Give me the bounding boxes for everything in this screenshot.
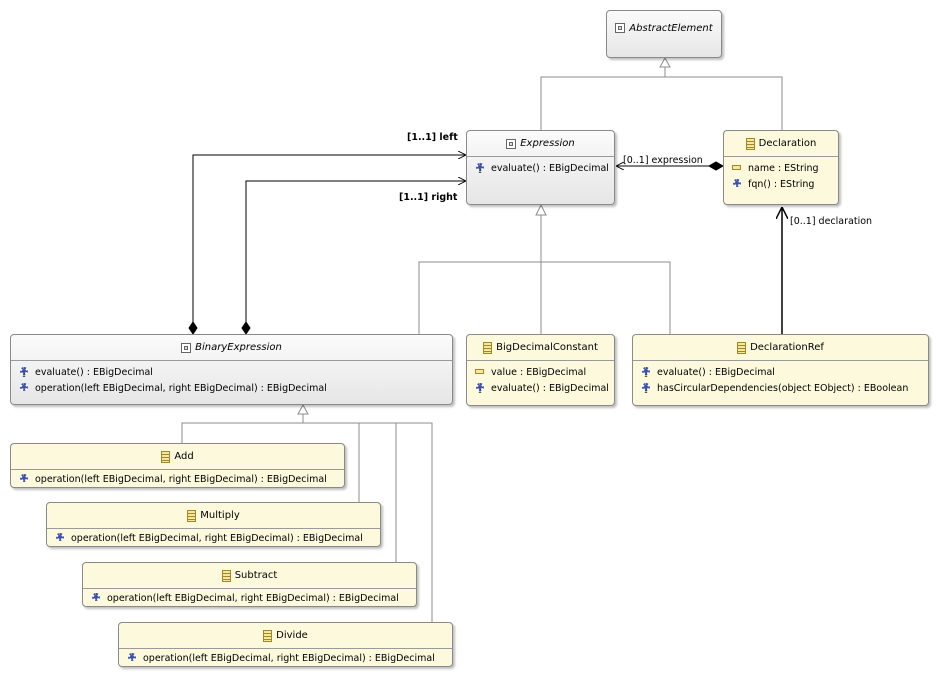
- edge-label-right: [1..1] right: [399, 192, 458, 203]
- class-binaryexpression[interactable]: BinaryExpression 1 evaluate() : EBigDeci…: [10, 334, 453, 405]
- edge-label-left: [1..1] left: [407, 132, 458, 143]
- operation-icon: [91, 592, 101, 604]
- association-left: [188, 155, 466, 335]
- class-name: BinaryExpression: [195, 342, 282, 353]
- operation-icon: 1: [475, 382, 485, 395]
- class-subtract[interactable]: Subtract operation(left EBigDecimal, rig…: [82, 562, 417, 607]
- abstract-class-icon: [181, 342, 192, 353]
- class-declaration[interactable]: Declaration name : EString fqn() : EStri…: [723, 130, 839, 205]
- class-header: DeclarationRef: [633, 335, 928, 360]
- class-name: Declaration: [758, 138, 817, 149]
- operation-text: operation(left EBigDecimal, right EBigDe…: [35, 382, 327, 394]
- class-name: Add: [174, 451, 194, 462]
- class-header: Declaration: [724, 131, 838, 156]
- class-icon: [263, 629, 273, 642]
- attribute-icon: [475, 366, 485, 378]
- abstract-class-icon: [615, 23, 626, 33]
- operation-icon: [732, 178, 742, 190]
- attribute-icon: [732, 162, 742, 174]
- operation-row[interactable]: operation(left EBigDecimal, right EBigDe…: [19, 471, 344, 487]
- operation-text: evaluate() : EBigDecimal: [491, 162, 609, 174]
- operation-text: operation(left EBigDecimal, right EBigDe…: [107, 592, 399, 604]
- class-name: BigDecimalConstant: [496, 342, 598, 353]
- operation-icon: [19, 382, 29, 394]
- operation-row[interactable]: operation(left EBigDecimal, right EBigDe…: [127, 650, 452, 666]
- class-header: Expression: [467, 131, 614, 156]
- operation-text: operation(left EBigDecimal, right EBigDe…: [35, 473, 327, 485]
- class-divide[interactable]: Divide operation(left EBigDecimal, right…: [118, 622, 453, 667]
- class-declarationref[interactable]: DeclarationRef 1 evaluate() : EBigDecima…: [632, 334, 929, 406]
- class-name: AbstractElement: [629, 22, 713, 34]
- class-add[interactable]: Add operation(left EBigDecimal, right EB…: [10, 443, 345, 488]
- class-header: Multiply: [47, 503, 380, 528]
- operation-icon: [55, 532, 65, 544]
- class-header: BigDecimalConstant: [467, 335, 614, 360]
- operation-icon: 1: [641, 366, 651, 379]
- operation-text: hasCircularDependencies(object EObject) …: [657, 382, 909, 394]
- class-header: AbstractElement: [607, 11, 721, 45]
- operation-row[interactable]: 1 evaluate() : EBigDecimal: [641, 364, 928, 380]
- class-icon: [221, 569, 231, 582]
- class-icon: [737, 341, 747, 354]
- class-multiply[interactable]: Multiply operation(left EBigDecimal, rig…: [46, 502, 381, 547]
- class-icon: [745, 137, 755, 150]
- operation-text: evaluate() : EBigDecimal: [35, 366, 153, 378]
- operation-text: operation(left EBigDecimal, right EBigDe…: [143, 652, 435, 664]
- operation-icon: [19, 473, 29, 485]
- operation-row[interactable]: 1 evaluate() : EBigDecimal: [475, 380, 614, 396]
- operation-text: operation(left EBigDecimal, right EBigDe…: [71, 532, 363, 544]
- operation-icon: 1: [641, 382, 651, 395]
- abstract-class-icon: [506, 138, 517, 149]
- operation-row[interactable]: operation(left EBigDecimal, right EBigDe…: [55, 530, 380, 546]
- operation-row[interactable]: operation(left EBigDecimal, right EBigDe…: [91, 590, 416, 606]
- operation-row[interactable]: 1 hasCircularDependencies(object EObject…: [641, 380, 928, 396]
- operation-icon: [127, 652, 137, 664]
- edge-label-declaration: [0..1] declaration: [790, 216, 873, 227]
- operation-row[interactable]: fqn() : EString: [732, 176, 838, 192]
- class-expression[interactable]: Expression 1 evaluate() : EBigDecimal: [466, 130, 615, 205]
- operation-text: evaluate() : EBigDecimal: [657, 366, 775, 378]
- edge-label-expression: [0..1] expression: [623, 155, 703, 166]
- generalization-to-binaryexpression: [181, 403, 433, 622]
- operation-icon: 1: [475, 162, 485, 175]
- class-name: Subtract: [234, 570, 278, 581]
- attribute-row[interactable]: value : EBigDecimal: [475, 364, 614, 380]
- class-icon: [161, 450, 171, 463]
- operation-row[interactable]: 1 evaluate() : EBigDecimal: [19, 364, 452, 380]
- generalization-to-expression: [418, 203, 671, 334]
- class-icon: [483, 341, 493, 354]
- class-name: Divide: [276, 630, 308, 641]
- generalization-to-abstractelement: [540, 56, 783, 130]
- class-name: DeclarationRef: [750, 342, 824, 353]
- attribute-row[interactable]: name : EString: [732, 160, 838, 176]
- operation-row[interactable]: 1 evaluate() : EBigDecimal: [475, 160, 614, 176]
- operation-icon: 1: [19, 366, 29, 379]
- attribute-text: value : EBigDecimal: [491, 366, 587, 378]
- operation-text: fqn() : EString: [748, 178, 815, 190]
- class-header: Add: [11, 444, 344, 469]
- operation-row[interactable]: operation(left EBigDecimal, right EBigDe…: [19, 380, 452, 396]
- class-icon: [187, 509, 197, 522]
- class-header: Subtract: [83, 563, 416, 588]
- class-name: Expression: [520, 138, 575, 149]
- class-name: Multiply: [200, 510, 240, 521]
- class-header: Divide: [119, 623, 452, 648]
- attribute-text: name : EString: [748, 162, 819, 174]
- class-abstractelement[interactable]: AbstractElement: [606, 10, 722, 58]
- association-right: [241, 181, 466, 335]
- class-bigdecimalconstant[interactable]: BigDecimalConstant value : EBigDecimal 1…: [466, 334, 615, 406]
- association-expression: [616, 161, 725, 171]
- operation-text: evaluate() : EBigDecimal: [491, 382, 609, 394]
- class-header: BinaryExpression: [11, 335, 452, 360]
